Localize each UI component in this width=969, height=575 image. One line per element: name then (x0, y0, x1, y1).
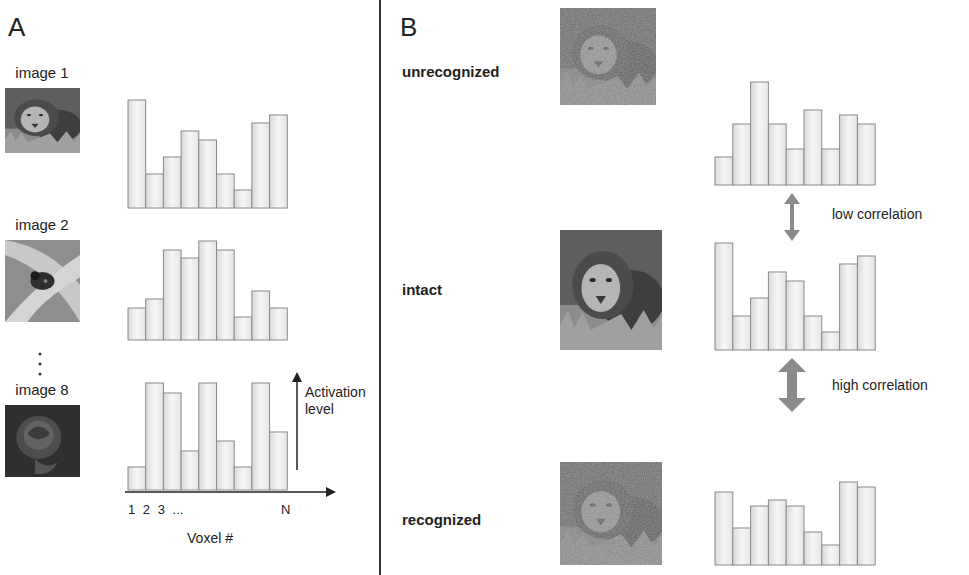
activation-bar (857, 256, 875, 350)
activation-bar (128, 100, 146, 208)
correlation-label: low correlation (832, 206, 922, 223)
activation-bar (270, 115, 288, 208)
activation-bar (840, 264, 858, 350)
activation-bar (715, 492, 733, 565)
panel-letter: A (8, 12, 25, 43)
noisy-lion-photo (560, 462, 664, 565)
activation-bar (234, 190, 252, 208)
activation-bar (252, 383, 270, 490)
activation-bar (786, 149, 804, 185)
activation-bar (733, 316, 751, 350)
activation-bar (146, 299, 164, 340)
voxel-numbers: 1 2 3 ... (128, 502, 183, 518)
ellipsis-dot (39, 363, 42, 366)
panel-divider (379, 0, 381, 575)
activation-bar (751, 298, 769, 350)
activation-bar (751, 506, 769, 565)
activation-bar (234, 317, 252, 340)
ellipsis-dot (39, 373, 42, 376)
activation-bar (181, 258, 199, 340)
activation-bar (751, 82, 769, 185)
activation-bar (163, 250, 181, 340)
activation-bar (768, 272, 786, 350)
activation-bar (252, 291, 270, 340)
activation-axis (296, 380, 298, 470)
noisy-lion-photo (560, 8, 658, 105)
axis-label: Voxel # (187, 530, 233, 547)
activation-bar (181, 131, 199, 208)
activation-bar (857, 124, 875, 185)
activation-bar (715, 243, 733, 350)
voxel-axis (125, 491, 328, 493)
activation-bar (768, 124, 786, 185)
activation-bar (163, 393, 181, 490)
activation-bar (270, 308, 288, 340)
intact-lion-photo (560, 230, 664, 350)
activation-bar (822, 332, 840, 350)
axis-label: Activation level (305, 384, 375, 418)
bar-charts-b (715, 82, 875, 565)
activation-bar (163, 157, 181, 208)
condition-label: intact (402, 281, 442, 299)
ladybug-photo (5, 240, 80, 322)
activation-bar (146, 174, 164, 208)
rose-photo (5, 405, 80, 477)
activation-bar (217, 441, 235, 490)
ellipsis-dot (39, 353, 42, 356)
activation-bar (270, 432, 288, 490)
activation-bar (804, 532, 822, 565)
activation-bar (786, 506, 804, 565)
image-label: image 1 (15, 64, 68, 82)
activation-bar (128, 467, 146, 490)
condition-label: recognized (402, 511, 481, 529)
activation-bar (822, 149, 840, 185)
activation-bar (181, 451, 199, 490)
voxel-numbers: N (281, 502, 290, 518)
activation-bar (857, 487, 875, 565)
activation-bar (234, 467, 252, 490)
activation-bar (786, 281, 804, 350)
activation-bar (199, 383, 217, 490)
correlation-label: high correlation (832, 377, 928, 394)
axis-arrowhead (292, 372, 302, 382)
bar-charts-a (128, 100, 287, 490)
activation-bar (252, 123, 270, 208)
activation-bar (217, 174, 235, 208)
double-arrow-thin (784, 193, 800, 241)
lion-photo (5, 88, 82, 153)
condition-label: unrecognized (402, 63, 500, 81)
activation-bar (715, 157, 733, 185)
activation-bar (733, 124, 751, 185)
activation-bar (840, 482, 858, 565)
panel-letter: B (400, 12, 417, 43)
axis-arrowhead (326, 487, 336, 497)
activation-bar (804, 110, 822, 185)
activation-bar (199, 241, 217, 340)
activation-bar (733, 528, 751, 565)
activation-bar (217, 250, 235, 340)
double-arrow-thick (778, 358, 806, 412)
activation-bar (840, 115, 858, 185)
activation-bar (128, 308, 146, 340)
image-label: image 8 (15, 381, 68, 399)
activation-bar (768, 500, 786, 565)
activation-bar (146, 383, 164, 490)
image-label: image 2 (15, 216, 68, 234)
activation-bar (199, 140, 217, 208)
activation-bar (822, 545, 840, 565)
activation-bar (804, 316, 822, 350)
